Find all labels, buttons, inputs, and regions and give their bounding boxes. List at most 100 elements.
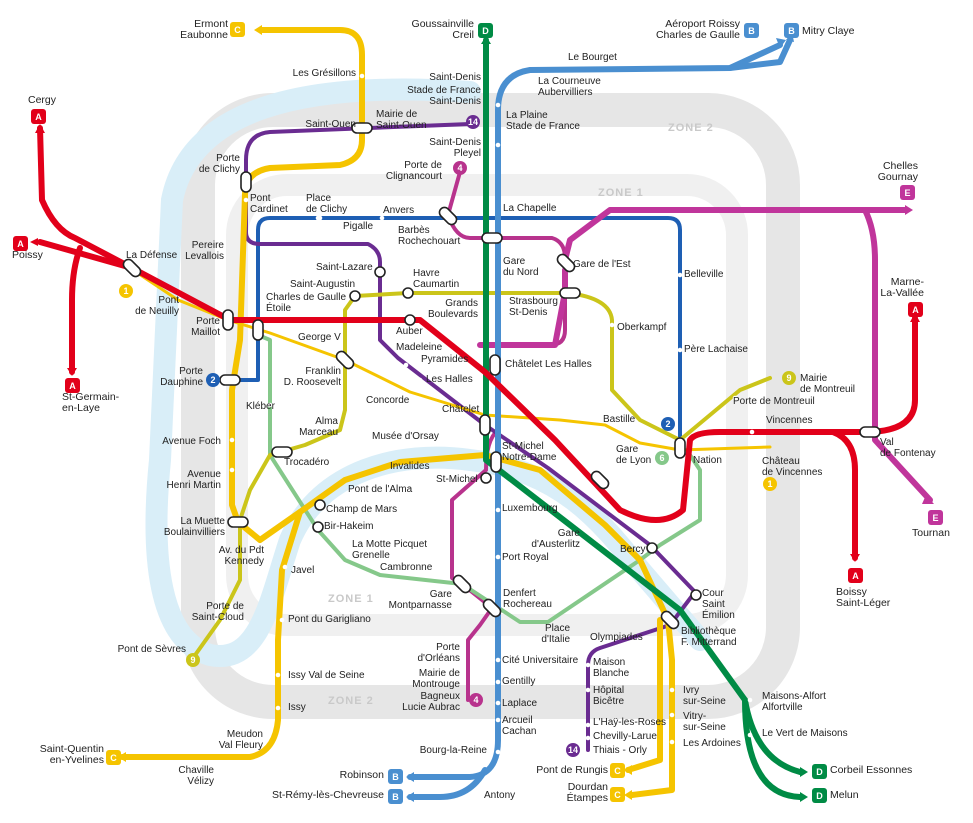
label-les-halles: Les Halles <box>426 374 473 385</box>
badge-a-sgl: A <box>65 378 80 393</box>
station-dot <box>732 395 738 401</box>
station-dots <box>229 73 755 755</box>
svg-text:C: C <box>110 753 117 763</box>
line-badges: A A A A A E E C C C C B B B B D D D 1 1 … <box>13 22 943 804</box>
svg-text:14: 14 <box>568 745 578 755</box>
interchange-marker <box>335 350 355 370</box>
badge-c-rungis: C <box>610 763 625 778</box>
station-dot <box>417 377 423 383</box>
label-melun: Melun <box>830 789 859 801</box>
station-dot <box>267 402 273 408</box>
label-la-defense: La Défense <box>126 250 178 261</box>
badge-c-ermont: C <box>230 22 245 37</box>
label-laplace: Laplace <box>502 698 537 709</box>
badge-metro-14-thiais: 14 <box>566 743 580 757</box>
label-invalides: Invalides <box>390 461 429 472</box>
station-dot <box>669 712 675 718</box>
svg-text:C: C <box>234 25 241 35</box>
station-dot <box>337 227 343 233</box>
interchange-marker <box>452 574 472 594</box>
station-dot <box>609 297 615 303</box>
station-dot <box>243 197 249 203</box>
rer-d-line <box>483 37 803 775</box>
svg-text:A: A <box>35 112 42 122</box>
svg-text:9: 9 <box>190 655 195 665</box>
interchange-marker <box>374 266 386 278</box>
rer-e-branch-haussmann <box>477 267 568 348</box>
rer-e-line <box>562 207 908 263</box>
station-dot <box>495 749 501 755</box>
interchange-marker <box>271 446 293 458</box>
label-chevilly: Chevilly-Larue <box>593 731 657 742</box>
zone-2-label-bottom: ZONE 2 <box>328 695 374 707</box>
svg-text:9: 9 <box>786 373 791 383</box>
terminal-arrows <box>30 25 934 802</box>
rer-b-branch-mitry <box>727 37 793 71</box>
badge-e-tournan: E <box>928 510 943 525</box>
rer-a-branch-sgl <box>69 245 83 375</box>
station-dot <box>317 215 323 221</box>
svg-text:C: C <box>614 790 621 800</box>
label-belleville: Belleville <box>684 269 724 280</box>
label-marne: Marne-La-Vallée <box>880 276 924 299</box>
interchange-marker <box>556 253 576 273</box>
zone-2-label-top: ZONE 2 <box>668 122 714 134</box>
label-le-vert: Le Vert de Maisons <box>762 728 848 739</box>
label-avenue-foch: Avenue Foch <box>162 436 221 447</box>
label-pont-rungis: Pont de Rungis <box>536 764 608 776</box>
badge-c-dourdan: C <box>610 787 625 802</box>
interchange-marker <box>481 232 503 244</box>
svg-text:B: B <box>788 26 795 36</box>
label-concorde: Concorde <box>366 395 410 406</box>
badge-metro-14-st-ouen: 14 <box>466 115 480 129</box>
label-saint-augustin: Saint-Augustin <box>290 279 355 290</box>
svg-text:A: A <box>69 381 76 391</box>
interchange-marker <box>402 287 414 299</box>
badge-metro-4-clignancourt: 4 <box>453 161 467 175</box>
station-dot <box>677 272 683 278</box>
label-tournan: Tournan <box>912 527 950 539</box>
station-dot <box>229 467 235 473</box>
label-poissy: Poissy <box>12 249 44 261</box>
station-dot <box>669 739 675 745</box>
label-pyramides: Pyramides <box>421 354 468 365</box>
label-vincennes: Vincennes <box>766 415 813 426</box>
label-robinson: Robinson <box>340 769 385 781</box>
station-dot <box>609 322 615 328</box>
interchange-marker <box>482 598 502 618</box>
interchange-markers <box>122 122 881 630</box>
label-pere-lachaise: Père Lachaise <box>684 344 748 355</box>
station-dot <box>495 657 501 663</box>
station-dot <box>495 77 501 83</box>
svg-text:2: 2 <box>665 419 670 429</box>
interchange-marker <box>660 610 680 630</box>
station-dot <box>255 215 261 221</box>
badge-metro-1-defense: 1 <box>119 284 133 298</box>
badge-b-robinson: B <box>388 769 403 784</box>
svg-text:C: C <box>614 766 621 776</box>
rer-d-branch-melun <box>742 697 803 800</box>
label-thiais: Thiais - Orly <box>593 745 647 756</box>
rer-a-branch-poissy <box>37 239 135 271</box>
label-nation: Nation <box>693 455 722 466</box>
rer-a-branch-boissy <box>830 429 858 561</box>
label-george-v: George V <box>298 332 341 343</box>
station-dot <box>749 429 755 435</box>
zone-1-label-bottom: ZONE 1 <box>328 593 374 605</box>
